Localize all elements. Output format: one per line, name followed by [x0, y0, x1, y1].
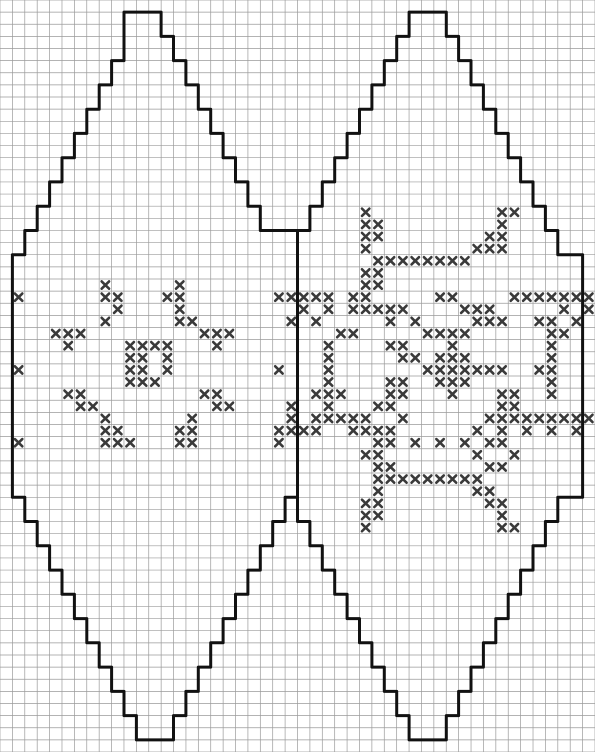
cross-stitch-chart: [0, 0, 595, 752]
cross-stitch-chart-page: [0, 0, 595, 752]
